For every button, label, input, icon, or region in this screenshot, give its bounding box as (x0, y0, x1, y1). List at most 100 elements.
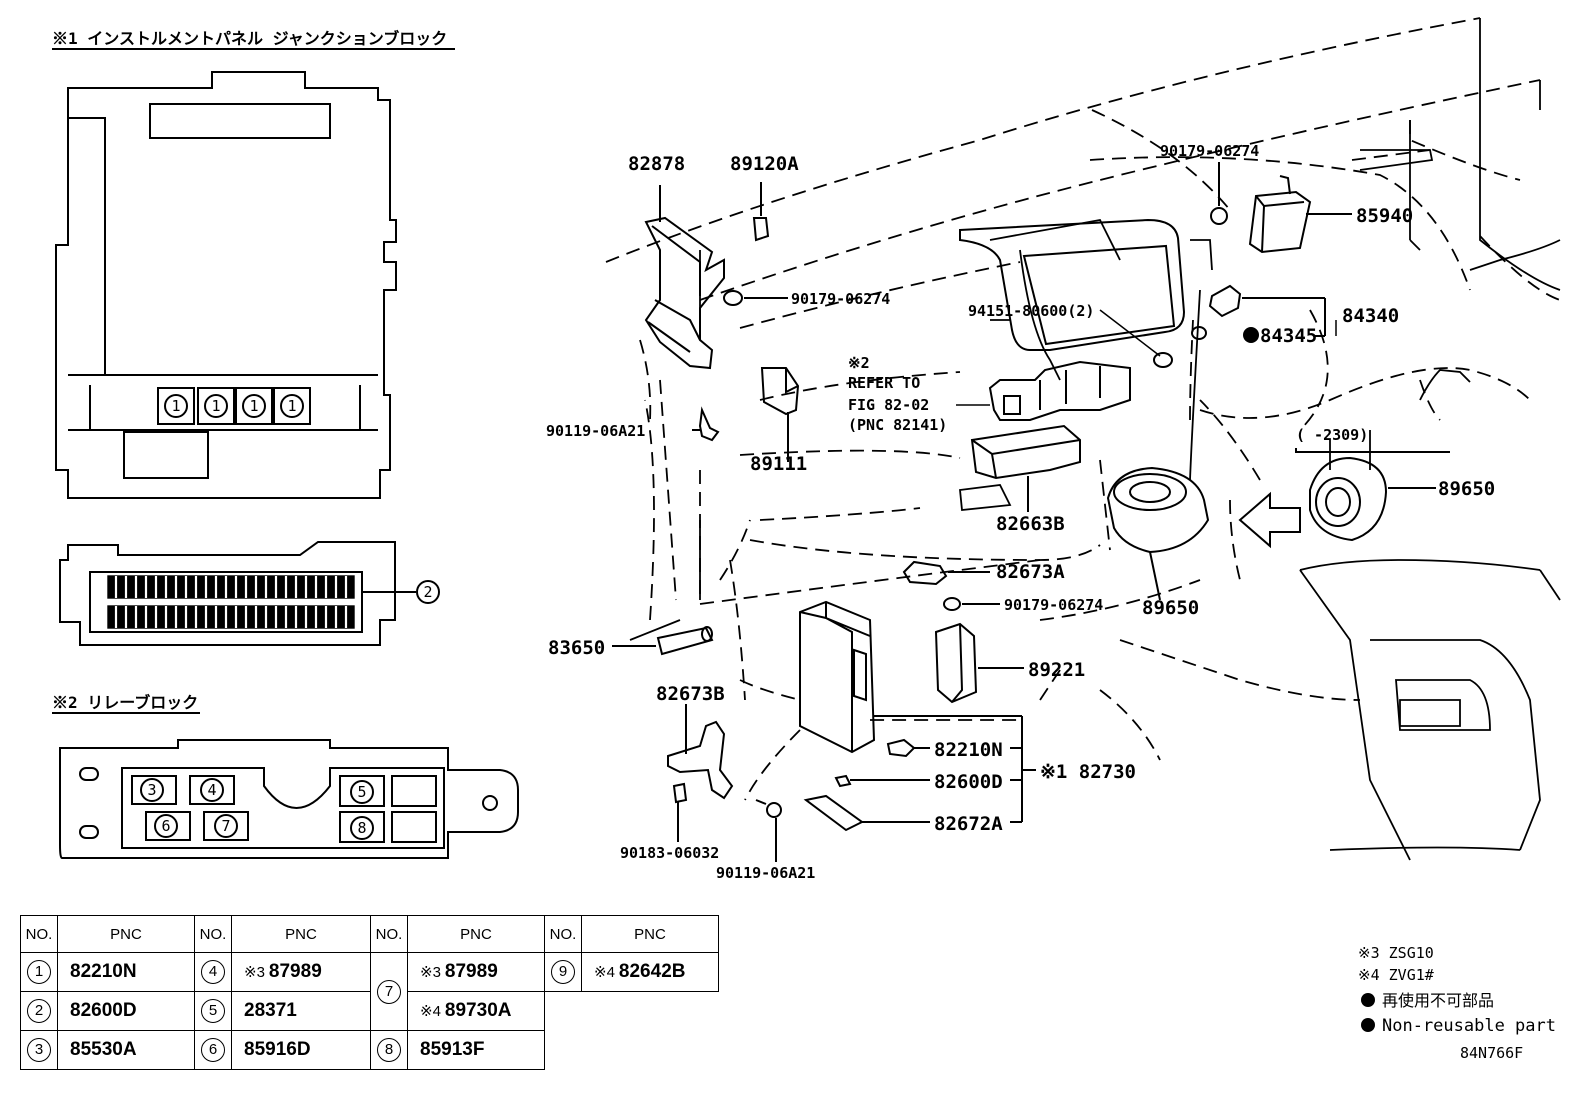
label-refer-fig: FIG 82-02 (848, 396, 929, 414)
pnc-prefix: ※4 (420, 1003, 441, 1020)
row-no-3: 3 (27, 1038, 51, 1062)
pnc-cell: 28371 (244, 1000, 297, 1021)
junction-block-side (59, 541, 440, 646)
legend-zsg: ※3 ZSG10 (1358, 944, 1434, 962)
leader-lines (956, 309, 1337, 406)
part-relay-mount (988, 352, 1173, 421)
label-94151: 94151-80600(2) (968, 302, 1094, 320)
pnc-cell: 89730A (444, 1000, 512, 1021)
part-90119-lower (755, 799, 782, 862)
figure-code: 84N766F (1460, 1044, 1523, 1062)
label-90119-lower: 90119-06A21 (716, 864, 815, 882)
relay-callout-6: 6 (161, 817, 170, 835)
row-no-4: 4 (201, 960, 225, 984)
legend-dot-en (1361, 1018, 1375, 1032)
label-89221: 89221 (1028, 659, 1085, 681)
pnc-prefix: ※3 (244, 964, 265, 981)
label-2309: ( -2309) (1296, 426, 1368, 444)
label-89650-left: 89650 (1142, 597, 1199, 619)
th-pnc-2: PNC (231, 915, 371, 953)
label-82600D: 82600D (934, 771, 1003, 793)
label-82672A: 82672A (934, 813, 1003, 835)
label-84345: 84345 (1260, 325, 1317, 347)
pnc-cell: 85916D (244, 1039, 311, 1060)
row-no-2: 2 (27, 999, 51, 1023)
th-no-3: NO. (370, 915, 408, 953)
part-82663B (970, 424, 1081, 512)
label-82673B: 82673B (656, 683, 725, 705)
install-arrow (1238, 491, 1301, 549)
th-no-4: NO. (544, 915, 582, 953)
label-85940: 85940 (1356, 205, 1413, 227)
jb-side-callout-2: 2 (423, 583, 432, 601)
part-82878 (644, 185, 725, 370)
part-82600D (834, 774, 1022, 788)
label-90179-left: 90179-06274 (791, 290, 890, 308)
section2-title: ※2 リレーブロック (52, 693, 198, 712)
pnc-cell: 85913F (420, 1039, 485, 1060)
label-90179-lower: 90179-06274 (1004, 596, 1103, 614)
label-82210N: 82210N (934, 739, 1003, 761)
label-90183: 90183-06032 (620, 844, 719, 862)
row-no-9: 9 (551, 960, 575, 984)
row-no-5: 5 (201, 999, 225, 1023)
label-89120A: 89120A (730, 153, 799, 175)
jb-callout-1c: 1 (249, 397, 258, 415)
th-pnc-3: PNC (407, 915, 545, 953)
row-no-7: 7 (377, 979, 401, 1004)
jb-circle-callouts (164, 394, 304, 418)
junction-block (55, 71, 397, 499)
jb-callout-1d: 1 (287, 397, 296, 415)
non-reusable-dot-84345 (1243, 327, 1259, 343)
legend-zvg: ※4 ZVG1# (1358, 966, 1434, 984)
legend-en: Non-reusable part (1382, 1016, 1556, 1036)
jb-callout-1b: 1 (211, 397, 220, 415)
part-89650-variant (1295, 448, 1450, 542)
dashboard-solid (629, 18, 1561, 861)
legend: ※3 ZSG10 ※4 ZVG1# 再使用不可部品 Non-reusable p… (1358, 944, 1556, 1062)
label-83650: 83650 (548, 637, 605, 659)
part-89120A (752, 182, 770, 242)
part-90179-top (1210, 162, 1228, 225)
pnc-table: NO. PNC NO. PNC NO. PNC NO. PNC 1 82210N… (20, 915, 719, 1070)
legend-dot-jp (1361, 993, 1375, 1007)
part-82673B (667, 704, 734, 842)
label-refer-mark: ※2 (848, 354, 870, 372)
label-82730: ※1 82730 (1040, 761, 1136, 783)
part-85940 (1248, 175, 1352, 254)
th-pnc-1: PNC (57, 915, 195, 953)
label-82878: 82878 (628, 153, 685, 175)
pnc-cell: 85530A (70, 1039, 137, 1060)
th-no-2: NO. (194, 915, 232, 953)
label-refer-pnc: (PNC 82141) (848, 416, 947, 434)
th-no-1: NO. (20, 915, 58, 953)
legend-jp: 再使用不可部品 (1382, 991, 1494, 1010)
relay-callout-3: 3 (147, 781, 156, 799)
row-no-1: 1 (27, 960, 51, 984)
display-unit (959, 218, 1186, 351)
table-row: 3 85530A 6 85916D 8 85913F (20, 1030, 719, 1070)
part-82210N (886, 738, 1022, 758)
jb-callout-1a: 1 (171, 397, 180, 415)
part-89650-installed (1106, 466, 1210, 601)
part-89221 (934, 622, 1024, 704)
relay-callout-5: 5 (357, 783, 366, 801)
pnc-cell: 82210N (70, 961, 137, 982)
label-refer-to: REFER TO (848, 374, 920, 392)
section1-title: ※1 インストルメントパネル ジャンクションブロック (52, 29, 447, 48)
label-89111: 89111 (750, 453, 807, 475)
relay-callout-7: 7 (221, 817, 230, 835)
label-89650-right: 89650 (1438, 478, 1495, 500)
pnc-cell: 87989 (268, 961, 322, 982)
part-90179-left (723, 290, 788, 306)
row-no-8: 8 (377, 1038, 401, 1062)
label-82663B: 82663B (996, 513, 1065, 535)
relay-callout-4: 4 (207, 781, 216, 799)
part-89111 (760, 367, 800, 462)
pnc-prefix: ※4 (594, 964, 615, 981)
label-90179-top: 90179-06274 (1160, 142, 1259, 160)
part-82673A (902, 560, 1000, 611)
relay-block (59, 739, 519, 859)
label-84340: 84340 (1342, 305, 1399, 327)
